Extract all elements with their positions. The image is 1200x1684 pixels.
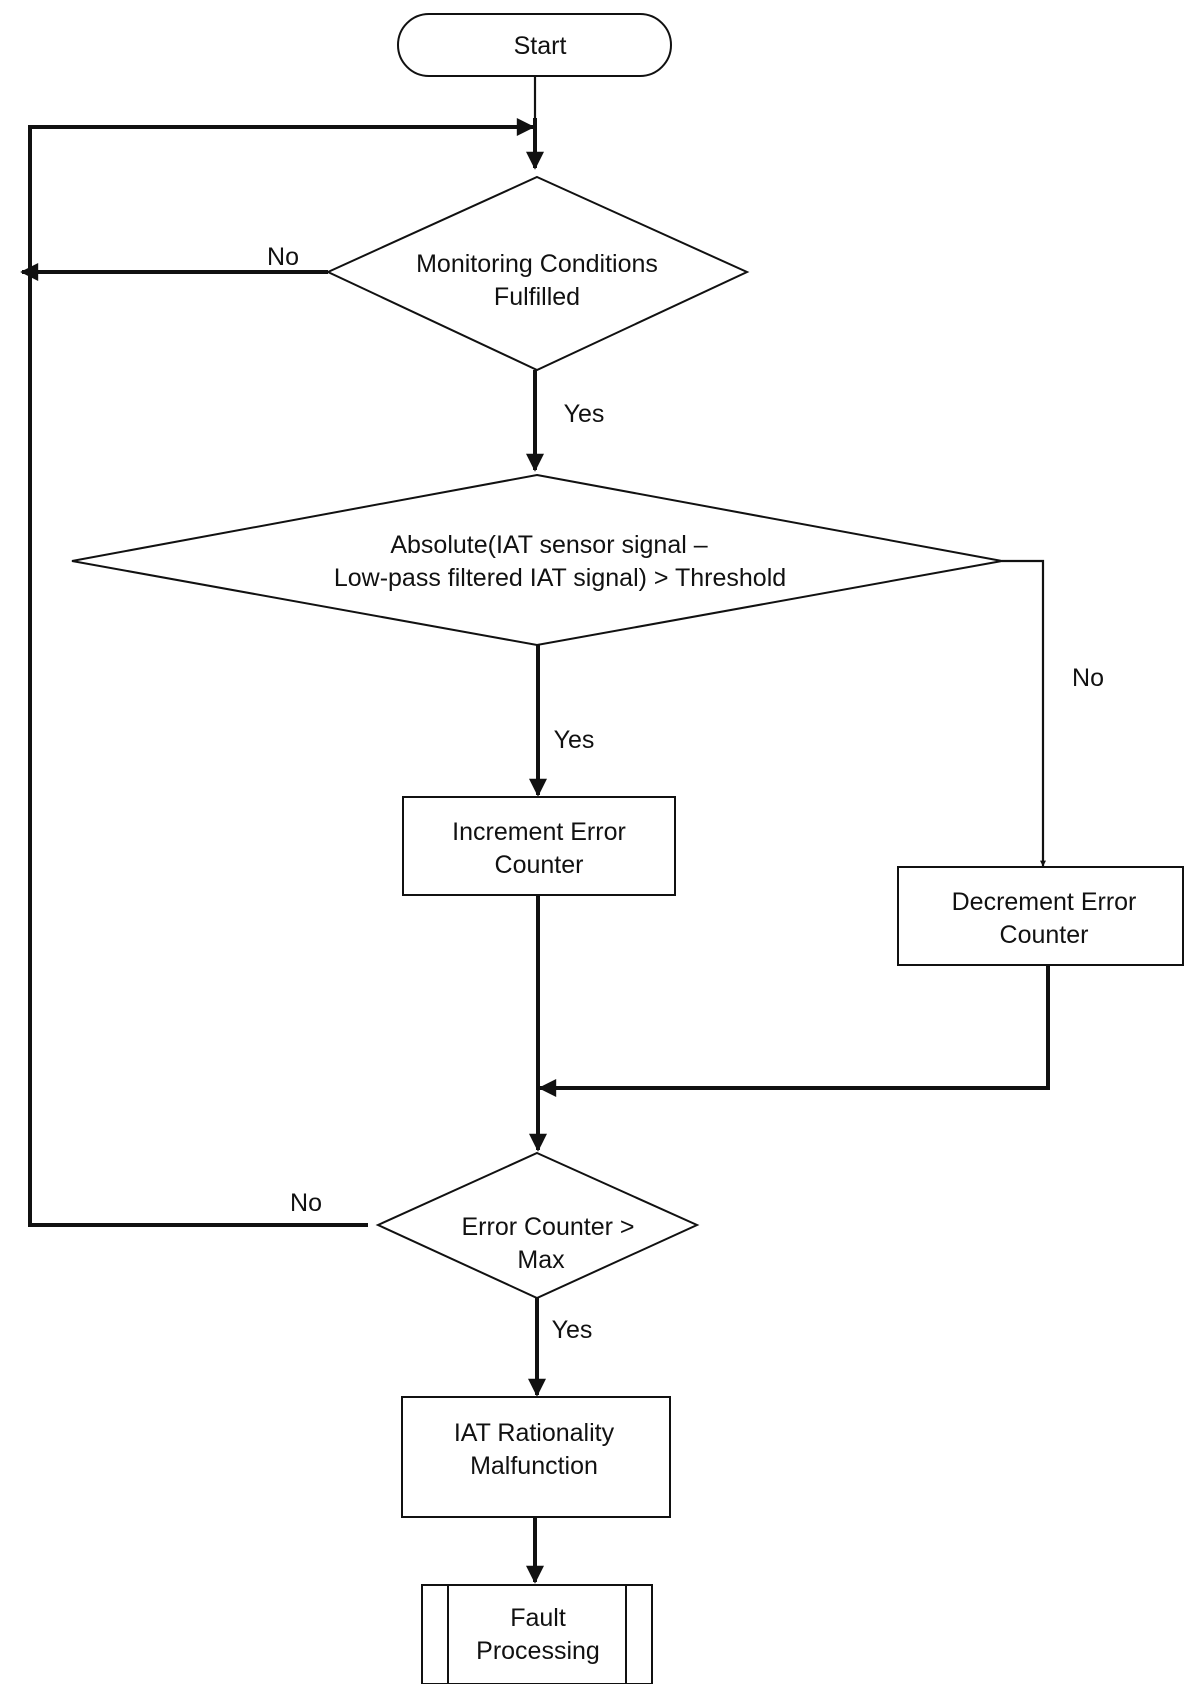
monitoring-label-line1: Monitoring Conditions (416, 250, 658, 278)
decrement-process (897, 866, 1184, 966)
fault-label-line1: Fault (510, 1604, 566, 1632)
fault-label-line2: Processing (476, 1637, 600, 1665)
threshold-label-line2: Low-pass filtered IAT signal) > Threshol… (334, 564, 786, 592)
increment-process (402, 796, 676, 896)
decrement-label-line1: Decrement Error (952, 888, 1137, 916)
max-check-label-line2: Max (517, 1246, 565, 1274)
start-terminator (397, 13, 672, 77)
monitoring-decision (325, 175, 750, 372)
threshold-decision (71, 473, 1003, 647)
start-label: Start (514, 32, 567, 60)
max-check-decision (375, 1151, 700, 1300)
malfunction-process (401, 1396, 671, 1518)
increment-label-line1: Increment Error (452, 818, 626, 846)
edge-label-monitoring-no: No (267, 243, 299, 271)
decrement-label-line2: Counter (1000, 921, 1089, 949)
fault-box (421, 1584, 653, 1684)
malfunction-label-line1: IAT Rationality (454, 1419, 615, 1447)
loop-back-connector (28, 118, 535, 1227)
edge-label-max-no: No (290, 1189, 322, 1217)
edge-label-monitoring-yes: Yes (564, 400, 605, 428)
edge-label-threshold-no: No (1072, 664, 1104, 692)
increment-label-line2: Counter (495, 851, 584, 879)
monitoring-label-line2: Fulfilled (494, 283, 580, 311)
threshold-label-line1: Absolute(IAT sensor signal – (390, 531, 707, 559)
edge-label-threshold-yes: Yes (554, 726, 595, 754)
arrow-threshold-no (1002, 559, 1046, 867)
fault-predefined-process (421, 1584, 653, 1684)
edge-label-max-yes: Yes (552, 1316, 593, 1344)
max-check-label-line1: Error Counter > (462, 1213, 635, 1241)
malfunction-label-line2: Malfunction (470, 1452, 598, 1480)
arrow-decrement-merge (538, 965, 1050, 1097)
